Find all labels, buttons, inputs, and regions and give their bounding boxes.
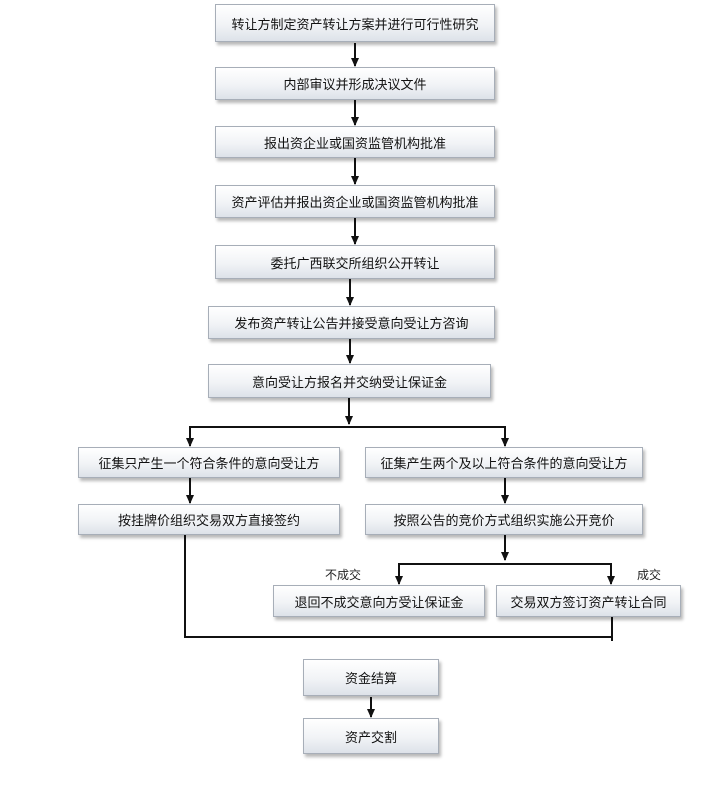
step-refund-deposit: 退回不成交意向方受让保证金 xyxy=(273,585,485,617)
step-feasibility-study: 转让方制定资产转让方案并进行可行性研究 xyxy=(215,4,495,42)
step-single-transferee: 征集只产生一个符合条件的意向受让方 xyxy=(78,447,340,478)
step-approval: 报出资企业或国资监管机构批准 xyxy=(215,126,495,158)
step-entrust-exchange: 委托广西联交所组织公开转让 xyxy=(215,245,495,279)
step-direct-signing: 按挂牌价组织交易双方直接签约 xyxy=(78,504,340,535)
step-asset-evaluation: 资产评估并报出资企业或国资监管机构批准 xyxy=(215,185,495,218)
step-fund-settlement: 资金结算 xyxy=(303,659,439,696)
step-public-bidding: 按照公告的竞价方式组织实施公开竞价 xyxy=(365,504,643,535)
left-merge-line xyxy=(184,535,612,638)
label-deal: 成交 xyxy=(637,568,662,582)
step-register-deposit: 意向受让方报名并交纳受让保证金 xyxy=(208,364,491,398)
step-multiple-transferees: 征集产生两个及以上符合条件的意向受让方 xyxy=(365,447,643,478)
label-no-deal: 不成交 xyxy=(325,568,362,582)
step-sign-contract: 交易双方签订资产转让合同 xyxy=(496,585,681,617)
step-publish-announcement: 发布资产转让公告并接受意向受让方咨询 xyxy=(208,306,495,339)
step-asset-handover: 资产交割 xyxy=(303,718,439,754)
step-internal-resolution: 内部审议并形成决议文件 xyxy=(215,67,495,100)
